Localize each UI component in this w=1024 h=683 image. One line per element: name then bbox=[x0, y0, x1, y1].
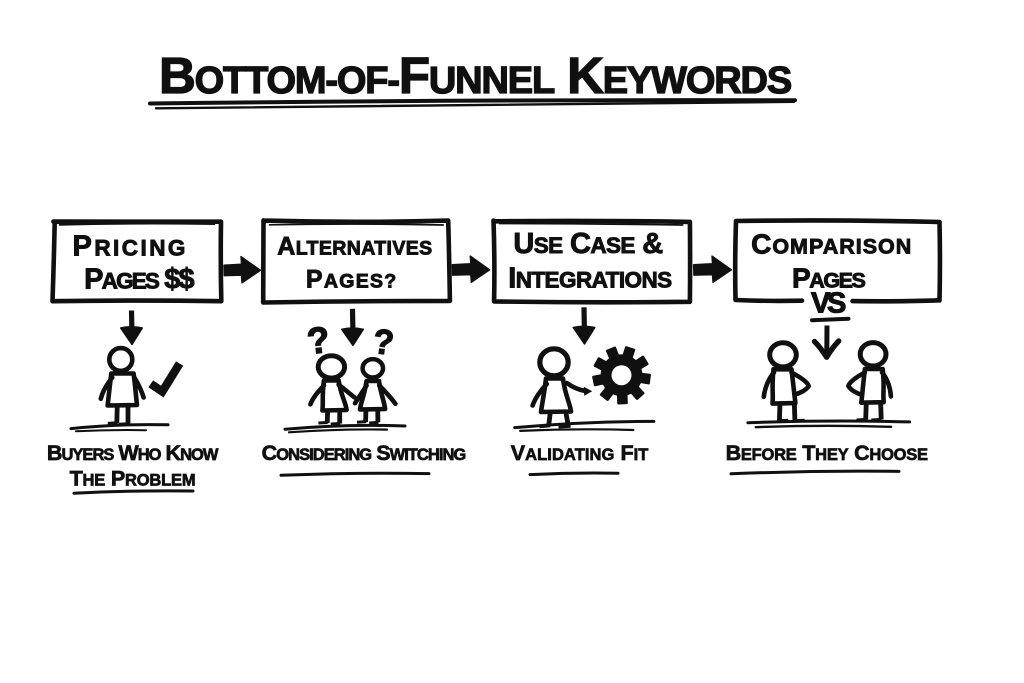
svg-text:CONSIDERING SWITCHING: CONSIDERING SWITCHING bbox=[262, 441, 466, 465]
svg-text:BEFORE THEY CHOOSE: BEFORE THEY CHOOSE bbox=[726, 441, 928, 465]
svg-text:COMPARISON: COMPARISON bbox=[751, 229, 912, 260]
svg-text:PAGES: PAGES bbox=[792, 263, 865, 294]
svg-text:VALIDATING FIT: VALIDATING FIT bbox=[511, 441, 649, 465]
svg-text:USE CASE &: USE CASE & bbox=[513, 228, 663, 260]
svg-text:ALTERNATIVES: ALTERNATIVES bbox=[277, 233, 432, 261]
svg-text:?: ? bbox=[305, 319, 332, 362]
svg-text:PAGES $$: PAGES $$ bbox=[84, 264, 194, 296]
svg-text:PRICING: PRICING bbox=[72, 231, 187, 263]
svg-text:INTEGRATIONS: INTEGRATIONS bbox=[508, 263, 672, 295]
svg-text:PAGES?: PAGES? bbox=[306, 266, 398, 294]
svg-text:VS: VS bbox=[811, 287, 846, 319]
svg-text:BOTTOM-OF-FUNNEL KEYWORDS: BOTTOM-OF-FUNNEL KEYWORDS bbox=[159, 47, 791, 104]
svg-text:THE PROBLEM: THE PROBLEM bbox=[70, 467, 196, 491]
svg-text:BUYERS WHO KNOW: BUYERS WHO KNOW bbox=[47, 441, 219, 465]
